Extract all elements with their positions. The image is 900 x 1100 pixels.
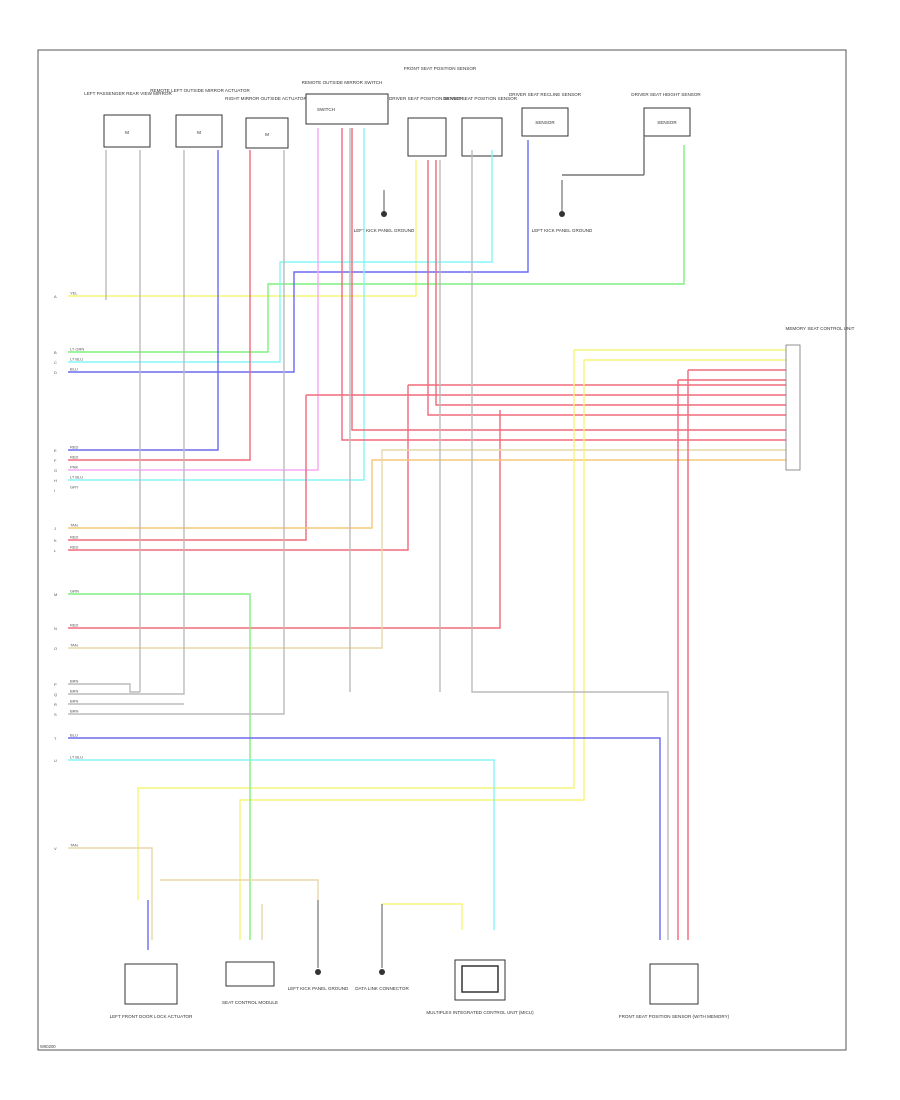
left-label-color: LT BLU xyxy=(70,357,83,362)
ground-top-1: LEFT KICK PANEL GROUND xyxy=(354,190,415,233)
left-label-letter: V xyxy=(54,846,57,851)
left-label-color: TAN xyxy=(70,643,78,648)
bottom-component-2: SEAT CONTROL MODULE xyxy=(222,961,278,1005)
svg-text:LEFT KICK PANEL GROUND: LEFT KICK PANEL GROUND xyxy=(288,986,349,991)
left-label-letter: O xyxy=(54,646,57,651)
bottom-component-1: LEFT FRONT DOOR LOCK ACTUATOR xyxy=(110,963,194,1019)
svg-text:LEFT KICK PANEL GROUND: LEFT KICK PANEL GROUND xyxy=(532,228,593,233)
left-label-color: LT BLU xyxy=(70,475,83,480)
left-label-letter: N xyxy=(54,626,57,631)
svg-text:MULTIPLEX INTEGRATED CONTROL U: MULTIPLEX INTEGRATED CONTROL UNIT (MICU) xyxy=(426,1010,534,1015)
left-label-letter: T xyxy=(54,736,57,741)
left-label-letter: D xyxy=(54,370,57,375)
wire-traces xyxy=(68,128,786,950)
left-label-color: BLU xyxy=(70,367,78,372)
svg-text:DRIVER SEAT POSITION SENSOR: DRIVER SEAT POSITION SENSOR xyxy=(389,96,464,101)
top-component-2: REMOTE LEFT OUTSIDE MIRROR ACTUATOR M xyxy=(150,88,250,148)
left-label-letter: E xyxy=(54,448,57,453)
left-label-color: BRN xyxy=(70,689,79,694)
diagram-frame xyxy=(37,49,847,1051)
bottom-component-4: DATA LINK CONNECTOR xyxy=(355,904,409,991)
svg-text:SWITCH: SWITCH xyxy=(317,107,335,112)
left-label-letter: Q xyxy=(54,692,57,697)
top-component-4: REMOTE OUTSIDE MIRROR SWITCH SWITCH xyxy=(302,80,389,125)
svg-text:REMOTE OUTSIDE MIRROR SWITCH: REMOTE OUTSIDE MIRROR SWITCH xyxy=(302,80,383,85)
svg-text:MEMORY SEAT CONTROL UNIT: MEMORY SEAT CONTROL UNIT xyxy=(786,326,855,331)
left-label-letter: U xyxy=(54,758,57,763)
left-label-letter: G xyxy=(54,468,57,473)
bottom-component-6: FRONT SEAT POSITION SENSOR (WITH MEMORY) xyxy=(619,963,730,1019)
svg-text:FRONT SEAT POSITION SENSOR (WI: FRONT SEAT POSITION SENSOR (WITH MEMORY) xyxy=(619,1014,730,1019)
left-label-letter: C xyxy=(54,360,57,365)
svg-text:DRIVER SEAT HEIGHT SENSOR: DRIVER SEAT HEIGHT SENSOR xyxy=(631,92,701,97)
left-label-letter: J xyxy=(54,526,56,531)
left-label-letter: R xyxy=(54,702,57,707)
left-label-letter: H xyxy=(54,478,57,483)
left-label-color: BRN xyxy=(70,699,79,704)
left-label-color: TAN xyxy=(70,523,78,528)
left-label-letter: A xyxy=(54,294,57,299)
left-label-letter: K xyxy=(54,538,57,543)
left-label-color: YEL xyxy=(70,291,78,296)
left-label-letter: S xyxy=(54,712,57,717)
left-label-color: PNK xyxy=(70,465,79,470)
left-label-color: RED xyxy=(70,445,79,450)
left-label-color: GRN xyxy=(70,589,79,594)
left-label-color: BRN xyxy=(70,679,79,684)
left-label-color: BRN xyxy=(70,709,79,714)
left-label-letter: I xyxy=(54,488,55,493)
left-label-letter: P xyxy=(54,682,57,687)
left-label-color: RED xyxy=(70,535,79,540)
bottom-component-3-ground: LEFT KICK PANEL GROUND xyxy=(288,900,349,991)
top-component-3: RIGHT MIRROR OUTSIDE ACTUATOR M xyxy=(225,96,308,149)
left-label-color: RED xyxy=(70,455,79,460)
top-component-6: DRIVER SEAT POSITION SENSOR xyxy=(443,96,518,157)
svg-text:SENSOR: SENSOR xyxy=(657,120,677,125)
left-label-color: GRY xyxy=(70,485,79,490)
top-component-5: DRIVER SEAT POSITION SENSOR xyxy=(389,96,464,157)
ground-top-2: LEFT KICK PANEL GROUND xyxy=(532,180,593,233)
svg-text:SEAT CONTROL MODULE: SEAT CONTROL MODULE xyxy=(222,1000,278,1005)
left-label-letter: M xyxy=(54,592,57,597)
bottom-component-5: MULTIPLEX INTEGRATED CONTROL UNIT (MICU) xyxy=(426,959,534,1015)
top-component-8: DRIVER SEAT HEIGHT SENSOR SENSOR xyxy=(631,92,701,137)
svg-text:LEFT FRONT DOOR LOCK ACTUATOR: LEFT FRONT DOOR LOCK ACTUATOR xyxy=(110,1014,194,1019)
right-connector: MEMORY SEAT CONTROL UNIT xyxy=(786,326,855,471)
left-label-color: LT BLU xyxy=(70,755,83,760)
top-header-label: FRONT SEAT POSITION SENSOR xyxy=(404,66,477,71)
svg-text:RIGHT MIRROR OUTSIDE ACTUATOR: RIGHT MIRROR OUTSIDE ACTUATOR xyxy=(225,96,307,101)
top-component-1: LEFT PASSENGER REAR VIEW MIRROR M xyxy=(84,91,172,148)
svg-text:SENSOR: SENSOR xyxy=(535,120,555,125)
svg-text:DRIVER SEAT RECLINE SENSOR: DRIVER SEAT RECLINE SENSOR xyxy=(509,92,582,97)
left-label-letter: F xyxy=(54,458,57,463)
svg-text:DATA LINK CONNECTOR: DATA LINK CONNECTOR xyxy=(355,986,409,991)
left-label-color: RED xyxy=(70,545,79,550)
top-component-7: DRIVER SEAT RECLINE SENSOR SENSOR xyxy=(509,92,582,137)
svg-text:M: M xyxy=(197,130,201,135)
left-label-letter: L xyxy=(54,548,57,553)
svg-text:REMOTE LEFT OUTSIDE MIRROR ACT: REMOTE LEFT OUTSIDE MIRROR ACTUATOR xyxy=(150,88,250,93)
svg-text:M: M xyxy=(265,132,269,137)
left-label-color: TAN xyxy=(70,843,78,848)
left-label-letter: B xyxy=(54,350,57,355)
svg-text:LEFT KICK PANEL GROUND: LEFT KICK PANEL GROUND xyxy=(354,228,415,233)
svg-text:LEFT PASSENGER REAR VIEW MIRRO: LEFT PASSENGER REAR VIEW MIRROR xyxy=(84,91,172,96)
footer-code: W60200 xyxy=(40,1044,56,1049)
left-label-color: BLU xyxy=(70,733,78,738)
left-label-color: RED xyxy=(70,623,79,628)
svg-text:DRIVER SEAT POSITION SENSOR: DRIVER SEAT POSITION SENSOR xyxy=(443,96,518,101)
svg-text:M: M xyxy=(125,130,129,135)
left-label-color: LT GRN xyxy=(70,347,84,352)
